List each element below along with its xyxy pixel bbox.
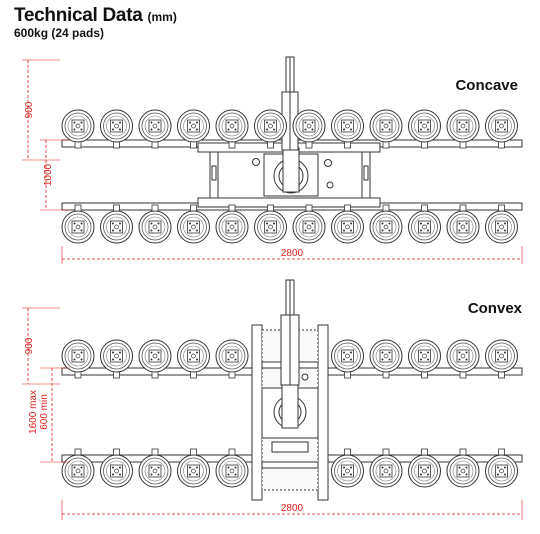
dim-label-width: 2800: [281, 503, 304, 514]
concave-section: Concave: [22, 56, 523, 264]
suction-pad: [215, 109, 249, 143]
pad-row-bottom: [61, 204, 518, 244]
suction-pad: [446, 210, 480, 244]
suction-pad: [369, 339, 403, 373]
dim-label-spacing-max: 1600 max: [28, 390, 39, 434]
page-subtitle: 600kg (24 pads): [14, 26, 105, 40]
suction-pad: [100, 339, 133, 373]
suction-pad: [215, 210, 249, 244]
suction-pad: [61, 210, 95, 244]
suction-pad: [485, 109, 518, 143]
dimension-height: 900: [22, 59, 60, 161]
suction-pad: [446, 109, 480, 143]
suction-pad: [331, 109, 364, 143]
vacuum-unit-concave: [197, 142, 381, 208]
suction-pad: [369, 210, 403, 244]
suction-pad: [292, 109, 326, 143]
pad-row-top: [61, 339, 518, 379]
dimension-width: 2800: [61, 500, 523, 520]
suction-pad: [61, 109, 95, 143]
suction-pad: [138, 109, 172, 143]
dim-label-spacing-min: 600 min: [39, 394, 50, 430]
suction-pad: [177, 339, 210, 373]
suction-pad: [177, 210, 210, 244]
suction-pad: [177, 109, 210, 143]
suction-pad: [331, 210, 364, 244]
suction-pad: [100, 109, 133, 143]
page-title: Technical Data (mm): [14, 5, 177, 27]
suction-pad: [254, 210, 287, 244]
suction-pad: [331, 454, 364, 488]
suction-pad: [61, 339, 95, 373]
suction-pad: [331, 339, 364, 373]
suction-pad: [100, 454, 133, 488]
title-unit: (mm): [147, 10, 177, 24]
suction-pad: [485, 454, 518, 488]
section-title-concave: Concave: [455, 77, 518, 94]
suction-pad: [215, 339, 249, 373]
suction-pad: [485, 210, 518, 244]
suction-pad: [254, 109, 287, 143]
dimension-pad-spacing: 1600 max 600 min: [28, 367, 70, 463]
pad-row-bottom: [61, 448, 518, 488]
lifting-handle-concave: [281, 56, 299, 151]
suction-pad: [485, 339, 518, 373]
dimension-pad-spacing: 1000: [40, 139, 70, 211]
suction-pad: [446, 454, 480, 488]
suction-pad: [61, 454, 95, 488]
dimension-width: 2800: [61, 246, 523, 264]
suction-pad: [138, 210, 172, 244]
pad-row-top: [61, 109, 518, 149]
dim-label-height: 900: [24, 101, 35, 118]
suction-pad: [177, 454, 210, 488]
suction-pad: [292, 210, 326, 244]
suction-pad: [138, 339, 172, 373]
suction-pad: [408, 339, 441, 373]
suction-pad: [215, 454, 249, 488]
suction-pad: [369, 454, 403, 488]
dimension-height: 900: [22, 307, 60, 385]
suction-pad: [100, 210, 133, 244]
section-title-convex: Convex: [468, 300, 523, 317]
dim-label-height: 900: [24, 337, 35, 354]
suction-pad: [408, 109, 441, 143]
dim-label-width: 2800: [281, 248, 304, 259]
suction-pad: [408, 454, 441, 488]
lifting-handle-convex: [280, 279, 300, 386]
suction-pad: [408, 210, 441, 244]
convex-section: Convex: [22, 279, 523, 520]
title-text: Technical Data: [14, 5, 143, 26]
suction-pad: [446, 339, 480, 373]
suction-pad: [369, 109, 403, 143]
dim-label-spacing: 1000: [43, 163, 54, 186]
suction-pad: [138, 454, 172, 488]
